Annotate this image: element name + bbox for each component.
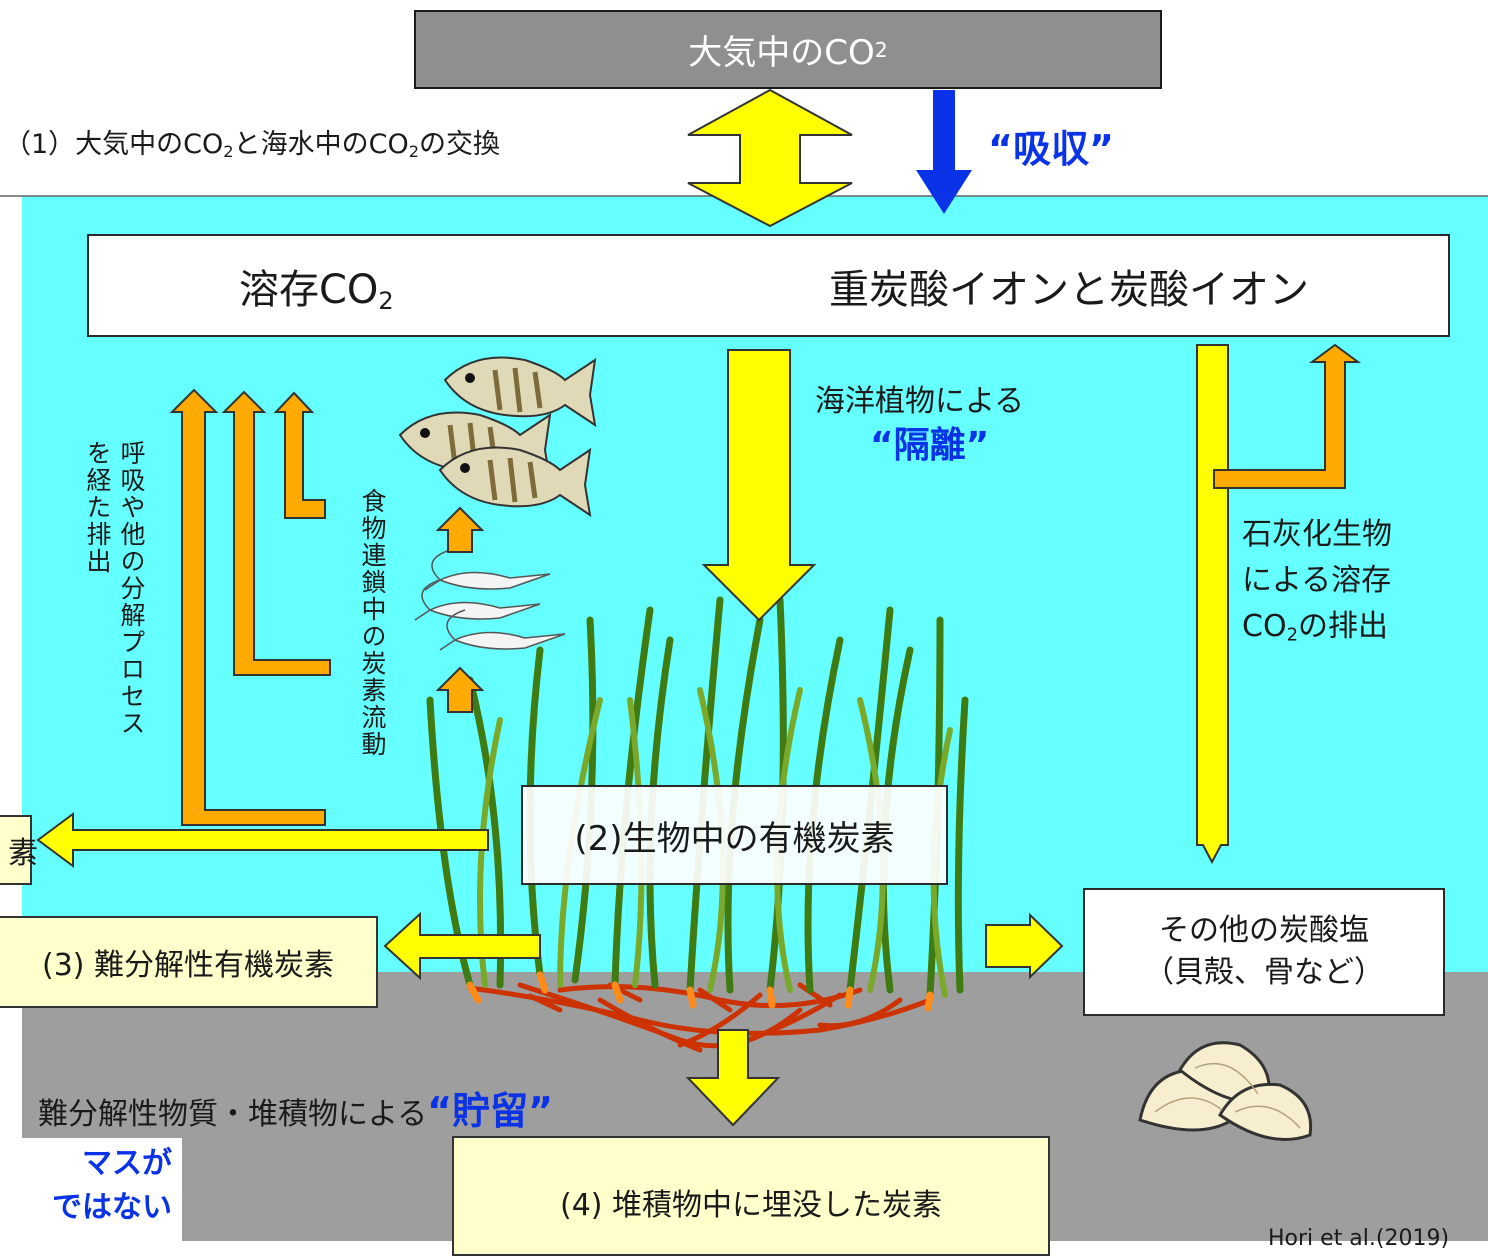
organic-carbon-box: (2)生物中の有機炭素 bbox=[521, 785, 948, 885]
citation: Hori et al.(2019) bbox=[1268, 1226, 1450, 1251]
food-chain-label-text: 食物連鎖中の炭素流動 bbox=[358, 488, 387, 758]
to-refractory-arrow bbox=[383, 911, 541, 981]
atmosphere-co2-label: 大気中のCO bbox=[688, 33, 875, 73]
seagrass-roots bbox=[467, 982, 933, 1053]
ions-label: 重炭酸イオンと炭酸イオン bbox=[829, 266, 1309, 313]
carbonate-equilibrium-box: 溶存CO2 重炭酸イオンと炭酸イオン bbox=[87, 234, 1450, 337]
to-buried-arrow bbox=[685, 1029, 781, 1127]
atmosphere-co2-subscript: 2 bbox=[874, 37, 888, 62]
respiration-arrows bbox=[169, 388, 331, 826]
dissolved-co2-label: 溶存CO2 bbox=[239, 266, 394, 315]
exchange-double-arrow bbox=[687, 88, 853, 228]
cut-off-note: マスが ではない bbox=[0, 1138, 182, 1241]
buried-carbon-box: (4) 堆積物中に埋没した炭素 bbox=[452, 1136, 1050, 1256]
refractory-organic-carbon-box: (3) 難分解性有機炭素 bbox=[0, 916, 378, 1008]
cut-off-box: 素 bbox=[0, 815, 38, 885]
calcifier-down-arrow bbox=[1196, 344, 1229, 865]
absorption-arrow bbox=[916, 90, 972, 214]
shrimp-group bbox=[414, 549, 566, 651]
absorption-label: “吸収” bbox=[988, 127, 1114, 171]
sequestration-arrow bbox=[701, 349, 817, 622]
other-carbonates-box: その他の炭酸塩 （貝殻、骨など） bbox=[1083, 888, 1445, 1016]
sequestration-label: 海洋植物による “隔離” bbox=[815, 384, 1025, 466]
exchange-label: （1）大気中のCO2と海水中のCO2の交換 bbox=[4, 129, 501, 162]
food-chain-arrows bbox=[435, 506, 485, 713]
to-carbonate-arrow bbox=[985, 912, 1064, 980]
clam-shells bbox=[1138, 1041, 1313, 1141]
calcifier-return-arrow bbox=[1213, 343, 1362, 489]
to-cut-box-arrow bbox=[36, 812, 489, 868]
storage-label: 難分解性物質・堆積物による“貯留” bbox=[38, 1089, 554, 1133]
respiration-label: 呼吸や他の分解プロセス を経た排出 bbox=[83, 440, 146, 737]
fish-school bbox=[398, 356, 597, 518]
calcifier-release-label: 石灰化生物 による溶存 CO2の排出 bbox=[1242, 517, 1392, 646]
